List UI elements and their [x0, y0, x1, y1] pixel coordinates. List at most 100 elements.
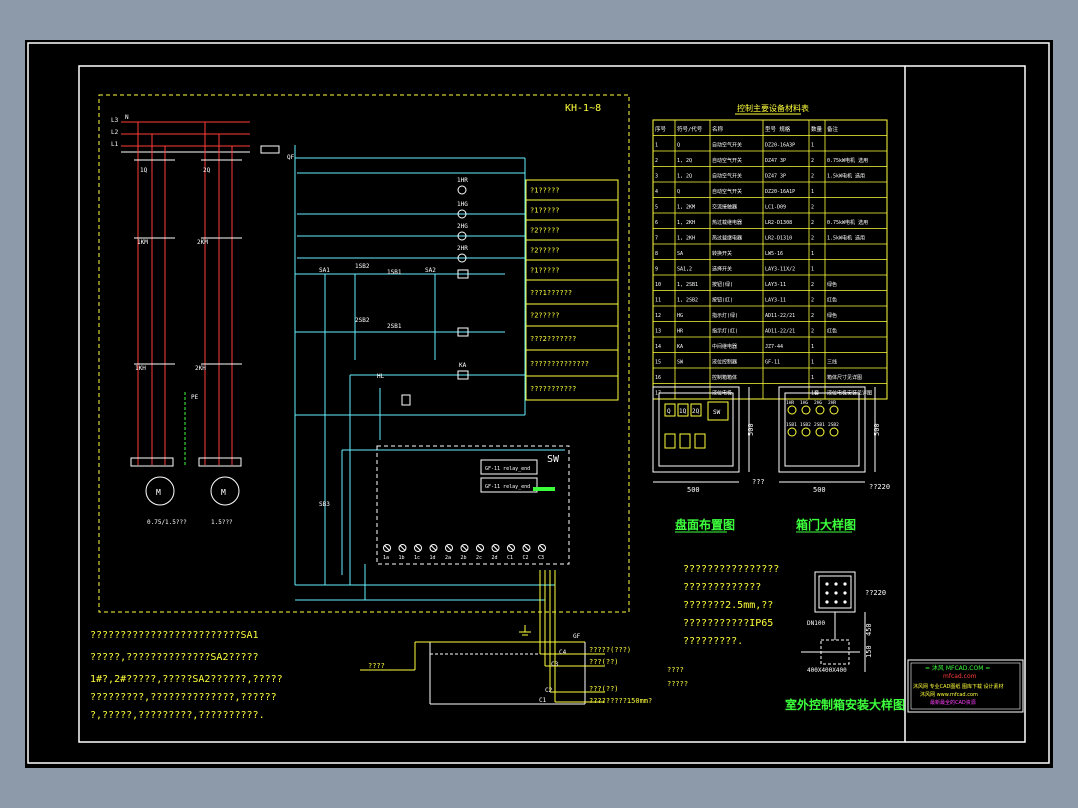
bom-cell: 13: [655, 328, 661, 334]
motor-2-caption: 1.5???: [211, 519, 233, 526]
legend-box-text: ???2???????: [530, 335, 576, 343]
terminal-label: C1: [507, 555, 513, 561]
indicator-lamps: [457, 185, 467, 263]
thermal-1-label: 1KH: [135, 365, 146, 372]
bom-cell: 1: [655, 142, 658, 148]
install-base-label: DN100: [807, 620, 825, 627]
panel-label-1q: 1Q: [679, 408, 687, 415]
door-button: [815, 405, 825, 415]
bom-cell: 2: [811, 313, 814, 319]
panel-label-q: Q: [667, 408, 671, 415]
install-right-note: ??220: [865, 589, 886, 597]
legend-box-text: ?2?????: [530, 312, 560, 320]
door-button: [815, 427, 825, 437]
terminal-mark: [523, 545, 530, 551]
bom-cell: Q: [677, 189, 680, 195]
install-note-4: ???????????IP65: [683, 618, 774, 629]
legend-box-text: ?2?????: [530, 246, 560, 254]
legend-box-text: ???1??????: [530, 289, 572, 297]
bom-cell: 红色: [827, 327, 837, 334]
door-button-label: 1HR: [786, 400, 794, 406]
phase-l3: L3: [111, 117, 119, 124]
drawing-sheet: KH-1~8 L3 L2 L1 N 1Q 2Q 1KM 2KM 1KH 2KH …: [25, 40, 1053, 768]
door-button: [787, 427, 797, 437]
bom-header-cell: 备注: [827, 125, 839, 133]
install-note-2: ?????????????: [683, 582, 762, 593]
sensor-gf: GF: [573, 633, 581, 640]
footnote-1: ?????????????????????????SA1: [90, 630, 259, 641]
bom-cell: 1: [811, 266, 814, 272]
terminal-mark: [399, 545, 406, 551]
panel-layout-title: 盘面布置图: [675, 518, 736, 532]
bom-cell: 1: [811, 375, 814, 381]
bom-cell: 2: [811, 328, 814, 334]
bom-cell: LAY3-11X/2: [765, 266, 795, 272]
bom-cell: 1: [811, 142, 814, 148]
bom-cell: 2: [655, 158, 658, 164]
bom-cell: DZ20-16A3P: [765, 142, 795, 148]
qf-breaker: [260, 145, 280, 154]
bom-cell: KA: [677, 344, 683, 350]
motor-1-caption: 0.75/1.5???: [147, 519, 187, 526]
phase-l2: L2: [111, 129, 119, 136]
bom-cell: 指示灯(绿): [712, 312, 738, 319]
relay-1sb1: 1SB1: [387, 269, 402, 276]
bom-cell: 三线: [827, 358, 837, 365]
panel-label-2q: 2Q: [692, 408, 700, 415]
terminal: [445, 544, 453, 552]
bom-cell: 自动空气开关: [712, 188, 742, 195]
side-note-2: ?????: [667, 680, 688, 688]
bom-cell: 选择开关: [712, 265, 732, 272]
bom-cell: 自动空气开关: [712, 157, 742, 164]
neutral-label: N: [125, 114, 129, 121]
sensor-note-3: ???(??): [589, 685, 619, 693]
door-button-label: 2HG: [814, 400, 822, 406]
breaker-symbols: [134, 159, 242, 365]
bom-cell: SW: [677, 359, 684, 365]
bom-cell: GF-11: [765, 359, 780, 365]
bom-cell: 6: [655, 220, 658, 226]
bom-cell: 12: [655, 313, 661, 319]
bom-cell: LAY3-11: [765, 282, 786, 288]
bom-cell: 1: [811, 344, 814, 350]
bom-cell: 2: [811, 235, 814, 241]
terminal: [476, 544, 484, 552]
sensor-c2: C2: [545, 687, 553, 694]
door-button-label: 2SB1: [814, 422, 825, 428]
qf-label: QF: [287, 154, 295, 161]
legend-box: [525, 375, 619, 401]
sensor-c4: C4: [559, 649, 567, 656]
terminal: [538, 544, 546, 552]
bom-cell: 3: [655, 173, 658, 179]
bom-cell: 自动空气开关: [712, 172, 742, 179]
phase-l1: L1: [111, 141, 119, 148]
bom-cell: AD11-22/21: [765, 313, 795, 319]
bom-cell: 1, 2SB2: [677, 297, 698, 303]
region-label: KH-1~8: [565, 103, 601, 114]
legend-box-text: ???????????: [530, 385, 576, 393]
bom-cell: 16: [655, 375, 661, 381]
bom-cell: 14: [655, 344, 661, 350]
bolt-hole: [834, 600, 838, 604]
install-dim-150: 150: [865, 645, 873, 658]
contactor-1-label: 1KM: [137, 239, 148, 246]
terminal-mark: [384, 545, 390, 551]
bom-header-cell: 型号 规格: [765, 125, 791, 133]
phase-bus: [121, 121, 250, 153]
footnote-3: 1#?,2#?????,?????SA2??????,?????: [90, 674, 283, 685]
terminal-label: 1c: [414, 555, 420, 561]
install-note-3: ???????2.5mm,??: [683, 600, 774, 611]
bolt-hole: [825, 591, 829, 595]
door-button-label: 1SB1: [786, 422, 797, 428]
bom-cell: LW5-16: [765, 251, 783, 257]
motor-2: M: [198, 457, 242, 506]
bom-cell: 9: [655, 266, 658, 272]
bom-cell: 1, 2KM: [677, 204, 695, 210]
panel-components: [664, 401, 729, 449]
bom-cell: 交流接触器: [712, 203, 737, 210]
install-bolt-holes: [825, 582, 847, 604]
motor-2-breaker-label: 2Q: [203, 167, 211, 174]
terminal-label: 2b: [461, 555, 467, 561]
